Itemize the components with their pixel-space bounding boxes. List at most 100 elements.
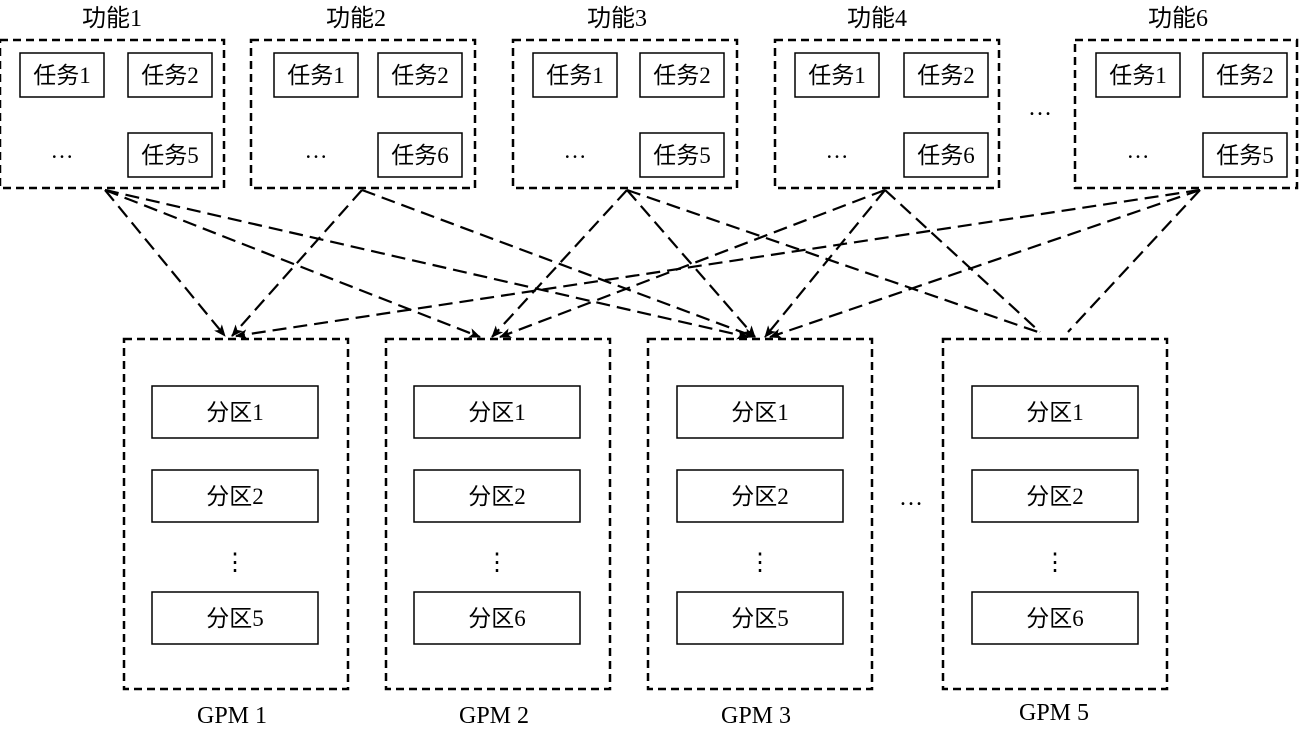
partition-item: 分区2 <box>971 469 1139 523</box>
function-group-6: 功能6 任务1 任务2 … 任务5 <box>1073 5 1299 190</box>
gpm-label: GPM 3 <box>721 703 791 729</box>
svg-text:分区5: 分区5 <box>731 606 789 631</box>
svg-text:任务2: 任务2 <box>1216 63 1274 88</box>
svg-text:任务6: 任务6 <box>917 143 975 168</box>
gpm-group-5: 分区1 分区2 ⋮ 分区6 GPM 5 <box>941 337 1169 726</box>
task-item: 任务2 <box>1202 52 1288 98</box>
arrow-f1-gpm1 <box>104 189 226 337</box>
svg-text:任务1: 任务1 <box>33 63 91 88</box>
arrow-f4-gpm3 <box>764 189 886 338</box>
svg-text:任务2: 任务2 <box>917 63 975 88</box>
svg-text:任务1: 任务1 <box>287 63 345 88</box>
svg-text:任务5: 任务5 <box>1216 143 1274 168</box>
arrow-f2-gpm1 <box>231 189 363 337</box>
gpm-label: GPM 2 <box>459 703 529 729</box>
svg-text:分区2: 分区2 <box>1026 484 1084 509</box>
svg-text:任务1: 任务1 <box>546 63 604 88</box>
function-box <box>1073 38 1299 190</box>
arrow-f4-gpm2 <box>499 188 886 339</box>
svg-text:分区5: 分区5 <box>206 606 264 631</box>
task-item: 任务1 <box>19 52 105 98</box>
svg-text:任务1: 任务1 <box>1109 63 1167 88</box>
task-ellipsis: … <box>826 138 849 163</box>
svg-text:任务1: 任务1 <box>808 63 866 88</box>
task-item: 任务5 <box>1202 132 1288 178</box>
svg-text:分区1: 分区1 <box>1026 400 1084 425</box>
task-ellipsis: … <box>1127 138 1150 163</box>
mapping-arrows <box>104 188 1201 340</box>
gpm-group-1: 分区1 分区2 ⋮ 分区5 GPM 1 <box>122 337 350 729</box>
svg-text:任务5: 任务5 <box>653 143 711 168</box>
function-group-1: 功能1 任务1 任务2 … 任务5 <box>0 5 226 190</box>
function-box <box>773 38 1001 190</box>
arrow-f6-gpm1 <box>235 188 1201 340</box>
task-item: 任务5 <box>127 132 213 178</box>
partition-item: 分区5 <box>151 591 319 645</box>
svg-text:分区6: 分区6 <box>468 606 526 631</box>
function-box <box>511 38 739 190</box>
svg-text:分区2: 分区2 <box>206 484 264 509</box>
gpm-label: GPM 1 <box>197 703 267 729</box>
partition-ellipsis: ⋮ <box>1043 550 1067 576</box>
partition-ellipsis: ⋮ <box>485 550 509 576</box>
gpm-box <box>122 337 350 691</box>
arrow-f4-gpm5 <box>884 189 1041 333</box>
gpm-group-3: 分区1 分区2 ⋮ 分区5 GPM 3 <box>646 337 874 729</box>
function-group-3: 功能3 任务1 任务2 … 任务5 <box>511 5 739 190</box>
function-title: 功能4 <box>847 5 907 32</box>
gpm-box <box>384 337 612 691</box>
task-item: 任务2 <box>639 52 725 98</box>
task-item: 任务1 <box>273 52 359 98</box>
svg-text:分区1: 分区1 <box>731 400 789 425</box>
function-box <box>249 38 477 190</box>
partition-item: 分区1 <box>971 385 1139 439</box>
task-item: 任务2 <box>903 52 989 98</box>
function-box <box>0 38 226 190</box>
functions-ellipsis: … <box>1028 95 1052 121</box>
task-item: 任务1 <box>794 52 880 98</box>
partition-ellipsis: ⋮ <box>748 550 772 576</box>
partition-ellipsis: ⋮ <box>223 550 247 576</box>
svg-text:分区2: 分区2 <box>468 484 526 509</box>
task-item: 任务6 <box>377 132 463 178</box>
svg-text:任务2: 任务2 <box>653 63 711 88</box>
task-ellipsis: … <box>305 138 328 163</box>
svg-text:任务2: 任务2 <box>391 63 449 88</box>
svg-text:任务2: 任务2 <box>141 63 199 88</box>
arrow-f3-gpm5 <box>626 188 1039 334</box>
task-item: 任务2 <box>127 52 213 98</box>
partition-item: 分区1 <box>151 385 319 439</box>
partition-item: 分区1 <box>413 385 581 439</box>
gpm-label: GPM 5 <box>1019 700 1089 726</box>
arrow-f3-gpm2 <box>491 189 628 338</box>
function-title: 功能6 <box>1148 5 1208 32</box>
partition-item: 分区2 <box>413 469 581 523</box>
svg-text:分区1: 分区1 <box>468 400 526 425</box>
partition-item: 分区6 <box>971 591 1139 645</box>
function-title: 功能3 <box>587 5 647 32</box>
task-item: 任务1 <box>532 52 618 98</box>
task-ellipsis: … <box>564 138 587 163</box>
arrow-f3-gpm3 <box>626 189 756 338</box>
svg-text:分区6: 分区6 <box>1026 606 1084 631</box>
arrow-f1-gpm2 <box>104 188 481 339</box>
task-item: 任务1 <box>1095 52 1181 98</box>
svg-text:任务6: 任务6 <box>391 143 449 168</box>
function-title: 功能1 <box>82 5 142 32</box>
partition-item: 分区6 <box>413 591 581 645</box>
svg-text:任务5: 任务5 <box>141 143 199 168</box>
partition-item: 分区1 <box>676 385 844 439</box>
arrow-f2-gpm3 <box>361 188 756 339</box>
svg-text:分区1: 分区1 <box>206 400 264 425</box>
partition-item: 分区2 <box>151 469 319 523</box>
task-item: 任务2 <box>377 52 463 98</box>
arrow-f1-gpm3 <box>104 188 749 340</box>
task-item: 任务6 <box>903 132 989 178</box>
gpm-box <box>646 337 874 691</box>
arrow-f6-gpm5 <box>1067 189 1201 333</box>
gpms-ellipsis: … <box>899 485 923 511</box>
partition-item: 分区5 <box>676 591 844 645</box>
function-group-2: 功能2 任务1 任务2 … 任务6 <box>249 5 477 190</box>
function-group-4: 功能4 任务1 任务2 … 任务6 <box>773 5 1001 190</box>
